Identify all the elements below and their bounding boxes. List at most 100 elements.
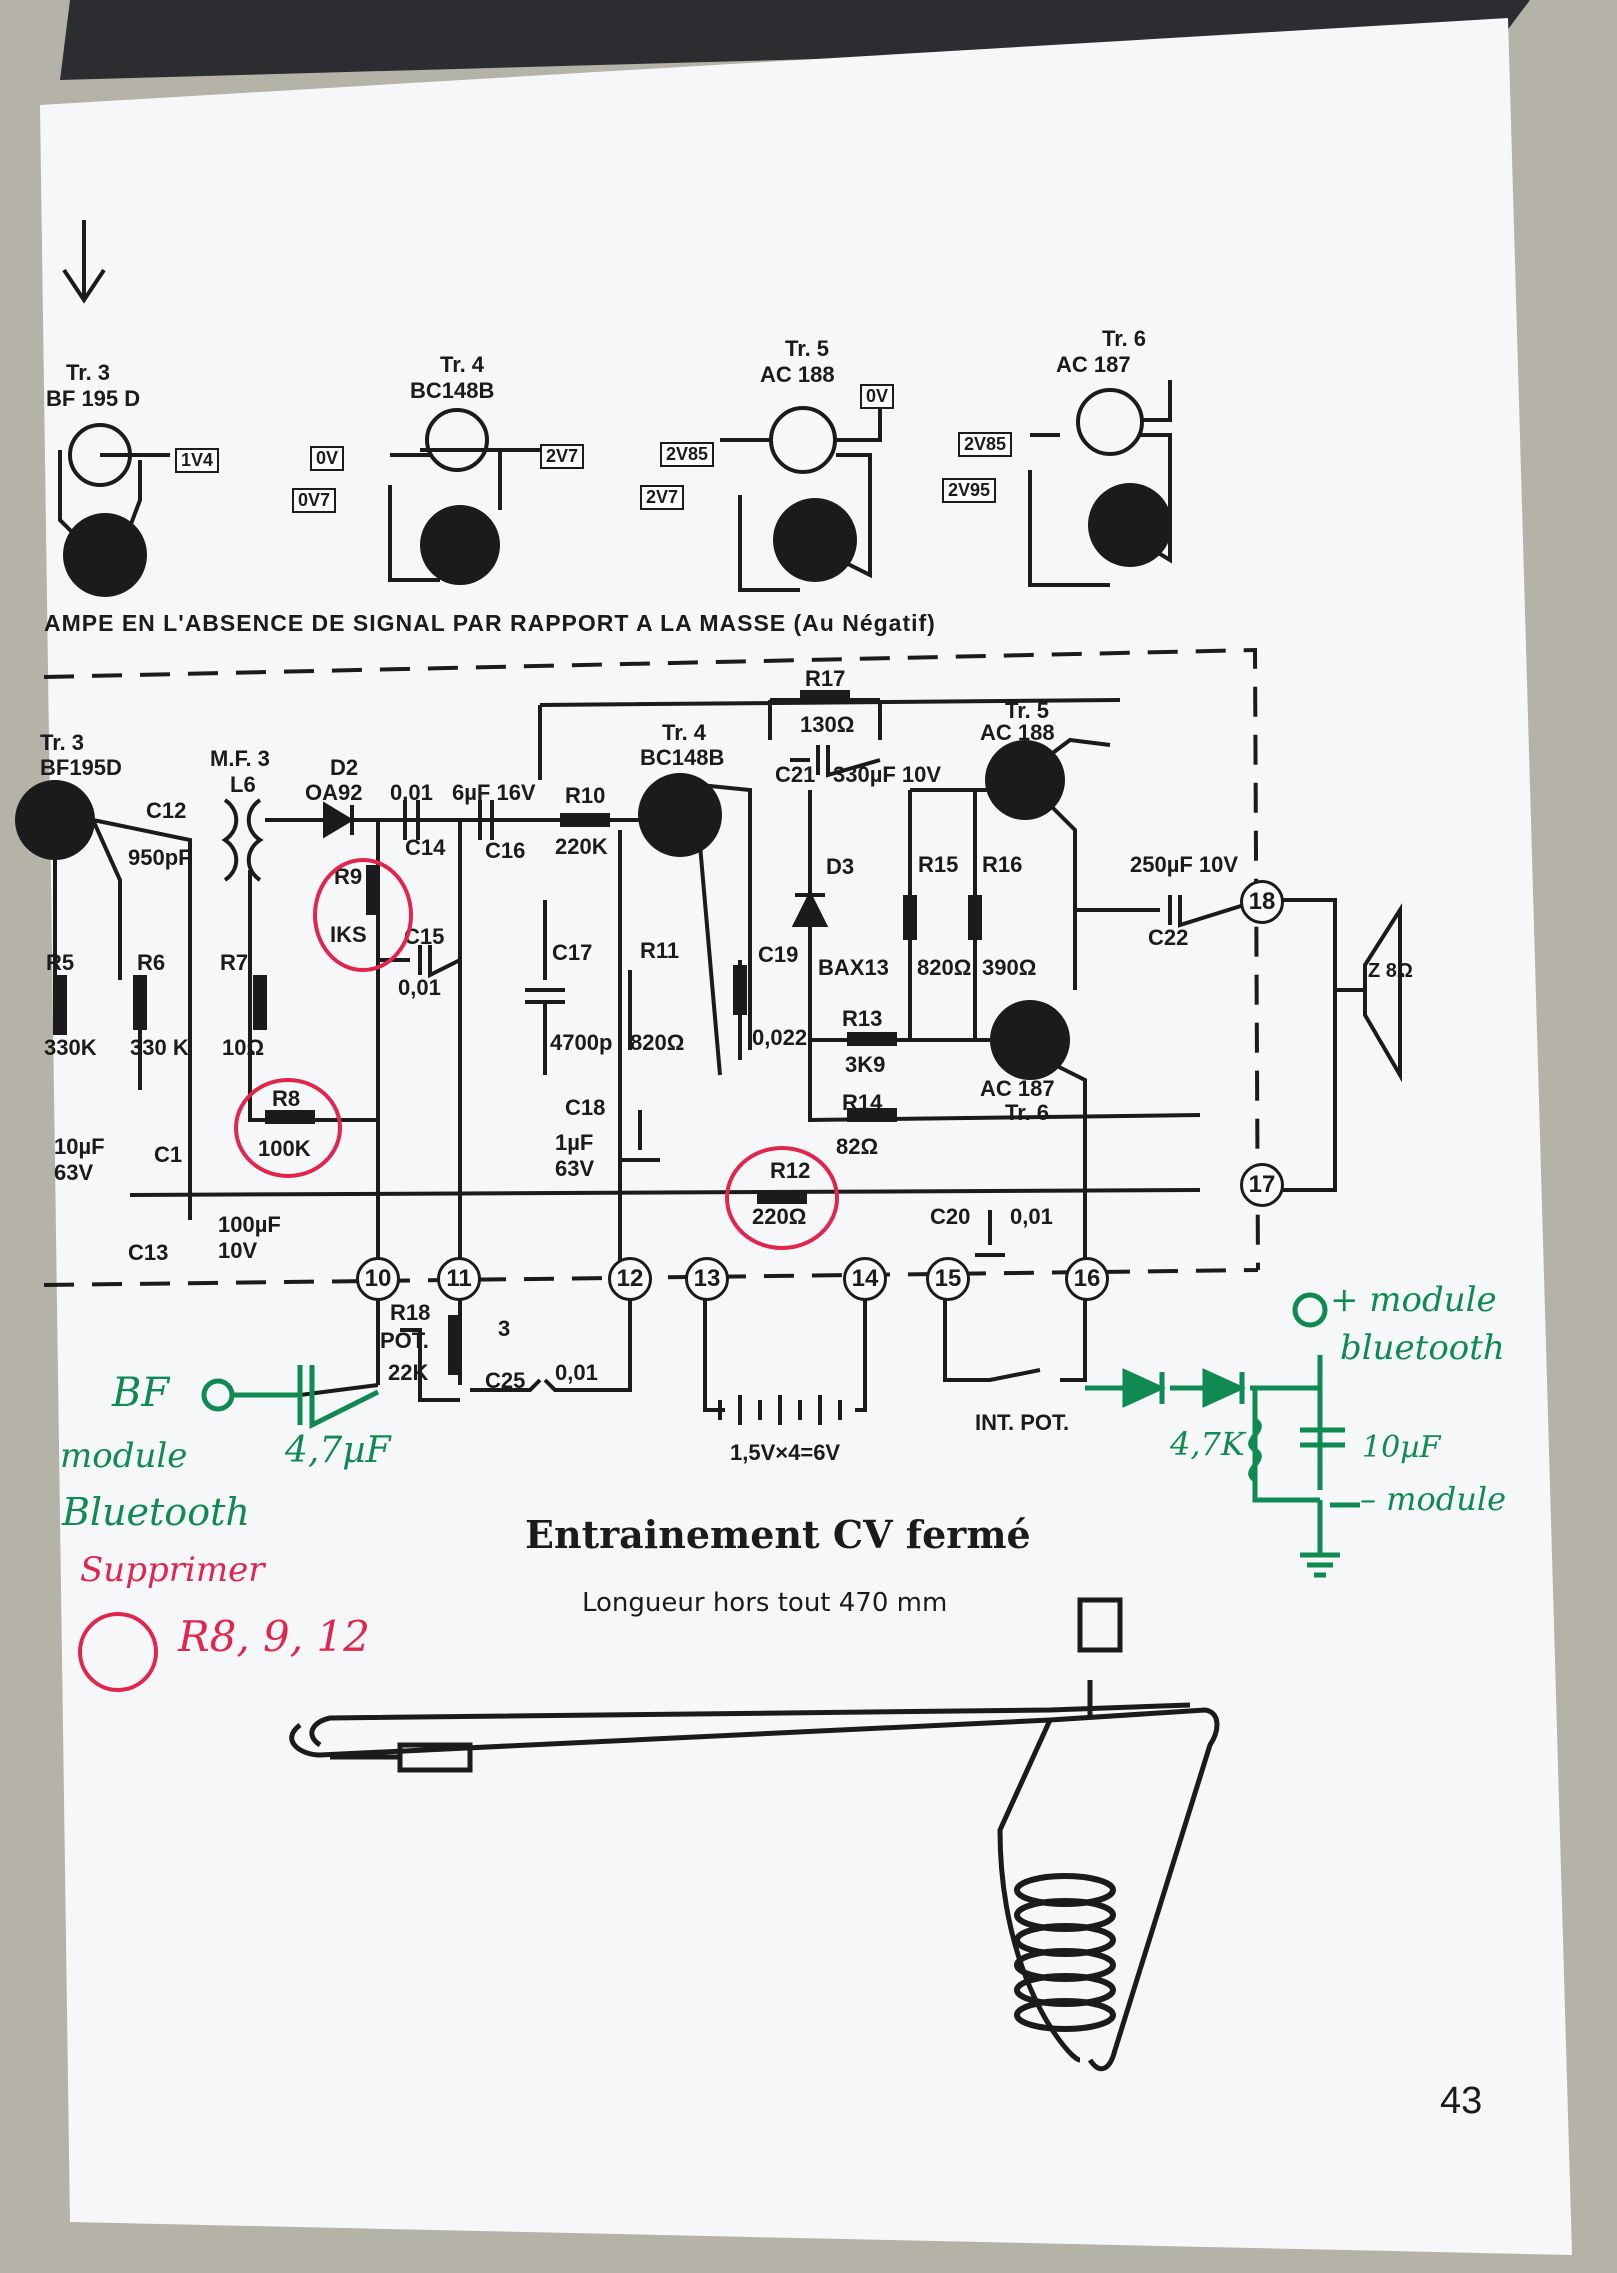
sch-c16-value: 6µF 16V	[452, 780, 536, 805]
bluetooth-plus-pad-icon	[1292, 1292, 1328, 1328]
top-tr5-voltage-0: 2V85	[660, 442, 715, 467]
top-transistor-sketches	[58, 220, 1172, 597]
sch-r12-value: 220Ω	[752, 1204, 807, 1229]
green-note-cap2: 10µF	[1362, 1430, 1441, 1465]
sch-c22-value: 250µF 10V	[1130, 852, 1239, 877]
green-note-right-bluetooth: bluetooth	[1340, 1328, 1505, 1368]
green-note-minus-module: – module	[1360, 1480, 1507, 1518]
sch-r6-ref: R6	[137, 950, 166, 975]
sch-r18-ref: R18	[390, 1300, 431, 1325]
sch-tr6-type: AC 187	[980, 1076, 1055, 1101]
sch-r8-value: 100K	[258, 1136, 311, 1161]
red-note-supprimer: Supprimer	[80, 1550, 265, 1590]
sch-r16-ref: R15	[918, 852, 959, 877]
green-note-bluetooth: Bluetooth	[62, 1490, 250, 1534]
terminal-13: 13	[685, 1257, 729, 1301]
green-note-cap: 4,7µF	[285, 1430, 391, 1471]
sch-c20-ref: C21	[775, 762, 816, 787]
sch-r14-value: 3K9	[845, 1052, 886, 1077]
sch-pot-pin: 3	[498, 1316, 511, 1341]
green-note-bf: BF	[112, 1370, 170, 1416]
top-tr6-type: AC 187	[1056, 352, 1131, 377]
sch-c14-value: 0,01	[390, 780, 433, 805]
sch-r6-value: 330 K	[130, 1035, 189, 1060]
sch-r13-value: 130Ω	[800, 712, 855, 737]
sch-c17-ref: C17	[552, 940, 593, 965]
green-note-plus-module: + module	[1330, 1280, 1497, 1320]
sch-tr5-type: AC 188	[980, 720, 1055, 745]
top-tr4-voltage-1: 0V7	[292, 488, 337, 513]
terminal-17: 17	[1240, 1163, 1284, 1207]
sch-d3-ref: D3	[826, 854, 855, 879]
sch-r18-value: 22K	[388, 1360, 429, 1385]
terminal-16: 16	[1065, 1257, 1109, 1301]
top-caption: AMPE EN L'ABSENCE DE SIGNAL PAR RAPPORT …	[44, 610, 936, 636]
sch-c14-ref: C14	[405, 835, 446, 860]
sch-r7-ref: R7	[220, 950, 249, 975]
top-tr5-ref: Tr. 5	[785, 336, 830, 361]
top-tr4-voltage-0: 0V	[310, 446, 345, 471]
sch-r17-value: 390Ω	[982, 955, 1037, 980]
terminal-11: 11	[437, 1257, 481, 1301]
sch-r12-ref: R12	[770, 1158, 811, 1183]
sch-c25-ref: C25	[485, 1368, 526, 1393]
sch-r5-ref: R5	[46, 950, 75, 975]
sch-c12-value: 950pF	[128, 845, 192, 870]
r9-red-circle	[313, 858, 413, 972]
red-legend-circle	[78, 1612, 158, 1692]
terminal-14: 14	[843, 1257, 887, 1301]
sch-coil-l6: L6	[230, 772, 256, 797]
sch-speaker: Z 8Ω	[1368, 960, 1413, 982]
red-note-components: R8, 9, 12	[178, 1612, 370, 1661]
sch-mf3: M.F. 3	[210, 746, 270, 771]
sch-c13-value: 100µF 10V	[218, 1212, 281, 1263]
terminal-12: 12	[608, 1257, 652, 1301]
top-tr3-voltage: 1V4	[175, 448, 220, 473]
sch-tr4-type: BC148B	[640, 745, 725, 770]
sch-r7-value: 10Ω	[222, 1035, 265, 1060]
top-tr6-voltage-0: 2V85	[958, 432, 1013, 457]
sch-r17-ref: R16	[982, 852, 1023, 877]
antenna-subtitle: Longueur hors tout 470 mm	[582, 1588, 948, 1618]
green-note-module: module	[60, 1436, 188, 1476]
r8-red-circle	[234, 1078, 342, 1178]
terminal-10: 10	[356, 1257, 400, 1301]
page-number: 43	[1440, 2080, 1483, 2122]
sch-c13-ref: C13	[128, 1240, 169, 1265]
top-tr6-voltage-1: 2V95	[942, 478, 997, 503]
handwritten-annotations	[78, 858, 1360, 1692]
paper-sheet	[40, 18, 1572, 2255]
top-tr4-type: BC148B	[410, 378, 495, 403]
sch-r13-ref: R17	[805, 666, 846, 691]
top-tr5-voltage-2: 0V	[860, 384, 895, 409]
sch-c16-ref: C16	[485, 838, 526, 863]
terminal-18: 18	[1240, 880, 1284, 924]
green-note-resistor: 4,7K	[1170, 1425, 1245, 1463]
top-tr4-voltage-2: 2V7	[540, 444, 585, 469]
top-tr3-type: BF 195 D	[46, 386, 141, 411]
sch-d2-value: OA92	[305, 780, 363, 805]
sch-c21-value: 0,01	[1010, 1204, 1053, 1229]
sch-tr3-type: BF195D	[40, 755, 122, 780]
top-tr4-ref: Tr. 4	[440, 352, 485, 377]
sch-c1-value: 10µF 63V	[54, 1134, 105, 1185]
sch-c15-value: 0,01	[398, 975, 441, 1000]
sch-c25-value: 0,01	[555, 1360, 598, 1385]
sch-d2-ref: D2	[330, 755, 359, 780]
sch-c22-ref: C22	[1148, 925, 1189, 950]
sch-c21-ref: C20	[930, 1204, 971, 1229]
top-tr3-ref: Tr. 3	[66, 360, 111, 385]
sch-r8-ref: R8	[272, 1086, 301, 1111]
sch-tr6-ref: Tr. 6	[1005, 1100, 1050, 1125]
top-tr6-ref: Tr. 6	[1102, 326, 1147, 351]
sch-c20-value: 330µF 10V	[833, 762, 942, 787]
dark-folder-corner	[60, 0, 1530, 80]
sch-tr3-ref: Tr. 3	[40, 730, 85, 755]
sch-r11-ref: R11	[640, 938, 680, 963]
sch-r15-ref: R14	[842, 1090, 883, 1115]
sch-switch: INT. POT.	[975, 1410, 1070, 1435]
sch-c18-ref: C18	[565, 1095, 606, 1120]
sch-c19-value: 0,022	[752, 1025, 808, 1050]
